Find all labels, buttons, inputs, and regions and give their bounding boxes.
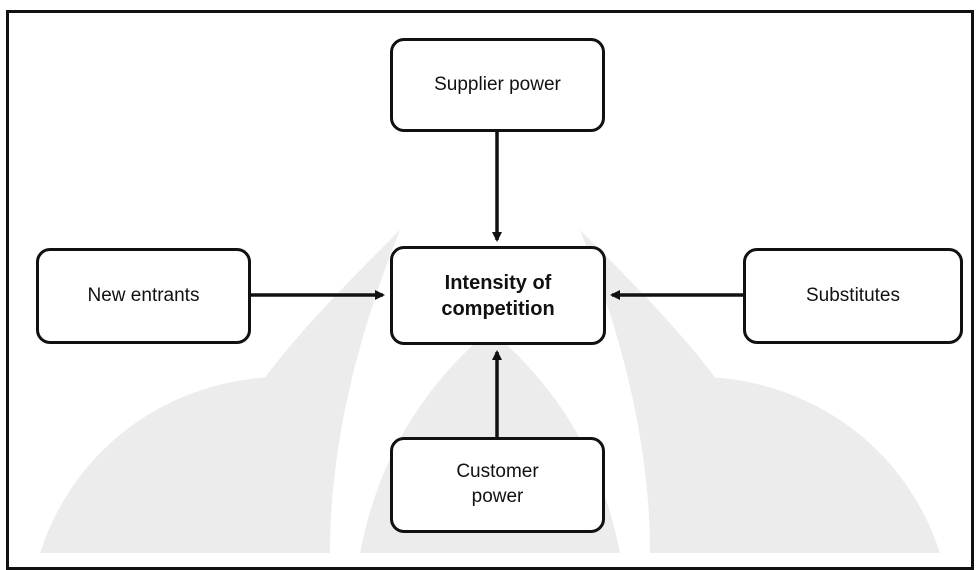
watermark-inner-left (180, 230, 400, 553)
node-customer-line1: Customer (456, 461, 539, 483)
node-customer-line2: power (471, 486, 524, 507)
node-supplier-power: Supplier power (390, 38, 605, 132)
node-customer-power: Customer power (390, 437, 605, 533)
node-center-line2: competition (441, 297, 555, 320)
node-substitutes: Substitutes (743, 248, 963, 344)
diagram-arrows (250, 131, 743, 437)
watermark-inner-right (580, 230, 800, 553)
node-substitutes-label: Substitutes (806, 284, 900, 306)
node-center-line1: Intensity of (444, 271, 552, 294)
node-supplier-power-label: Supplier power (434, 73, 561, 95)
node-intensity-of-competition: Intensity of competition (390, 246, 606, 345)
node-new-entrants-label: New entrants (87, 284, 200, 306)
node-new-entrants: New entrants (36, 248, 251, 344)
